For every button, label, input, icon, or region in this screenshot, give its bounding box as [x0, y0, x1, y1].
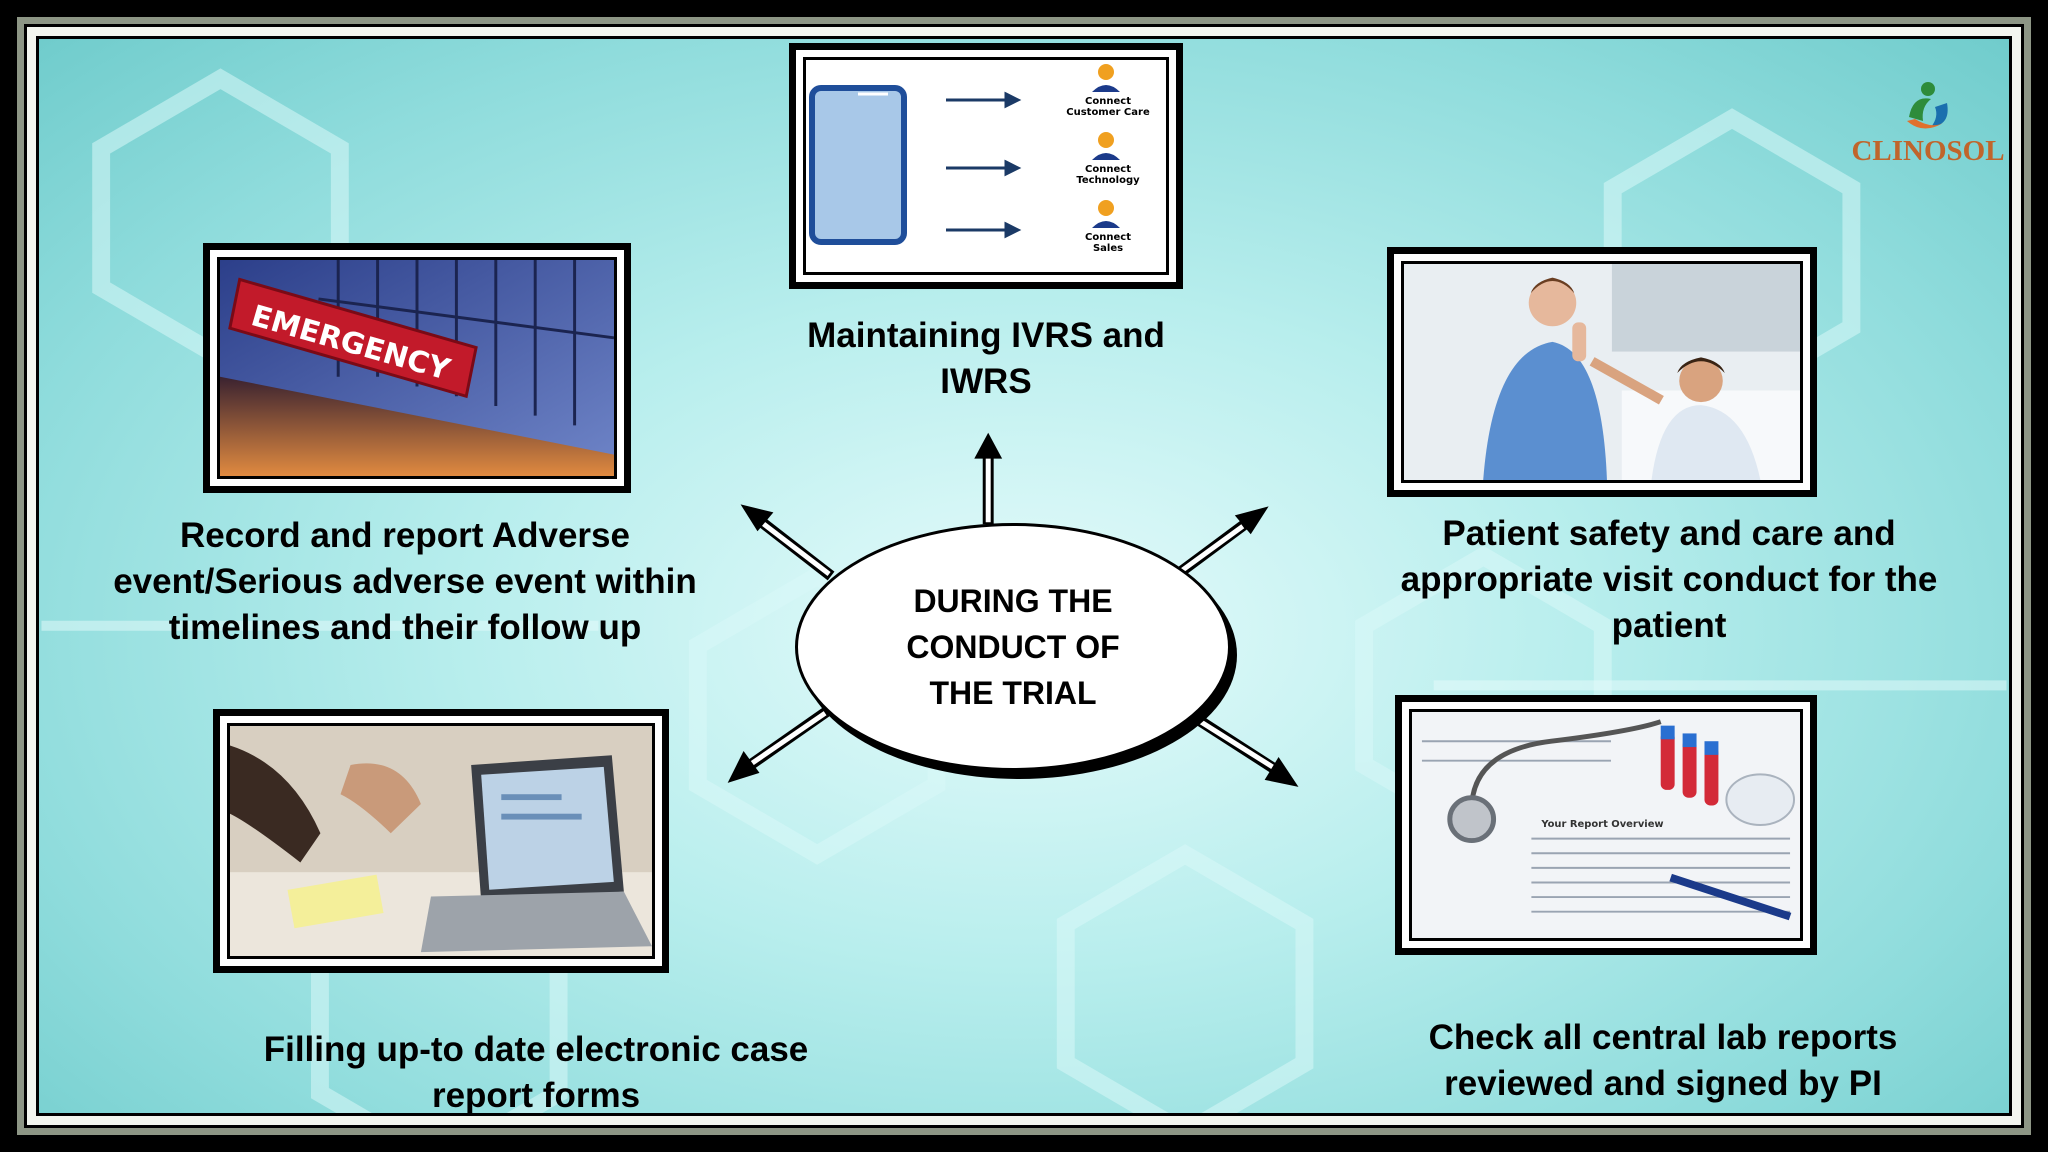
tablet-icon: [809, 85, 907, 245]
agent-icon: [1092, 64, 1120, 228]
adverse-event-label: Record and report Adverse event/Serious …: [113, 516, 697, 647]
ivrs-connect-3b: Sales: [1093, 243, 1123, 254]
central-ellipse: DURING THE CONDUCT OF THE TRIAL: [795, 523, 1231, 771]
emergency-image: EMERGENCY: [203, 243, 631, 493]
central-text: DURING THE CONDUCT OF THE TRIAL: [906, 583, 1120, 711]
patient-safety-label: Patient safety and care and appropriate …: [1400, 514, 1938, 645]
slide: CLINOSOL Connect Customer Care: [36, 36, 2012, 1116]
lab-report-image: Your Report Overview: [1395, 695, 1817, 955]
ivrs-connect-2b: Technology: [1076, 175, 1140, 186]
ecrf-label: Filling up-to date electronic case repor…: [263, 1030, 809, 1115]
ivrs-connect-1a: Connect: [1085, 96, 1131, 107]
lab-report-label: Check all central lab reports reviewed a…: [1428, 1018, 1898, 1103]
clinosol-logo: CLINOSOL: [1843, 77, 2009, 177]
patient-care-image: [1387, 247, 1817, 497]
clinosol-logo-mark: [1907, 82, 1948, 129]
logo-text: CLINOSOL: [1851, 135, 2005, 167]
ivrs-connect-1b: Customer Care: [1066, 107, 1150, 118]
ivrs-label: Maintaining IVRS and IWRS: [807, 316, 1165, 401]
lab-report-heading: Your Report Overview: [1540, 819, 1663, 830]
ivrs-image: Connect Customer Care Connect Technology…: [789, 43, 1183, 289]
ivrs-connect-2a: Connect: [1085, 164, 1131, 175]
ecrf-image: [213, 709, 669, 973]
ivrs-connect-3a: Connect: [1085, 232, 1131, 243]
